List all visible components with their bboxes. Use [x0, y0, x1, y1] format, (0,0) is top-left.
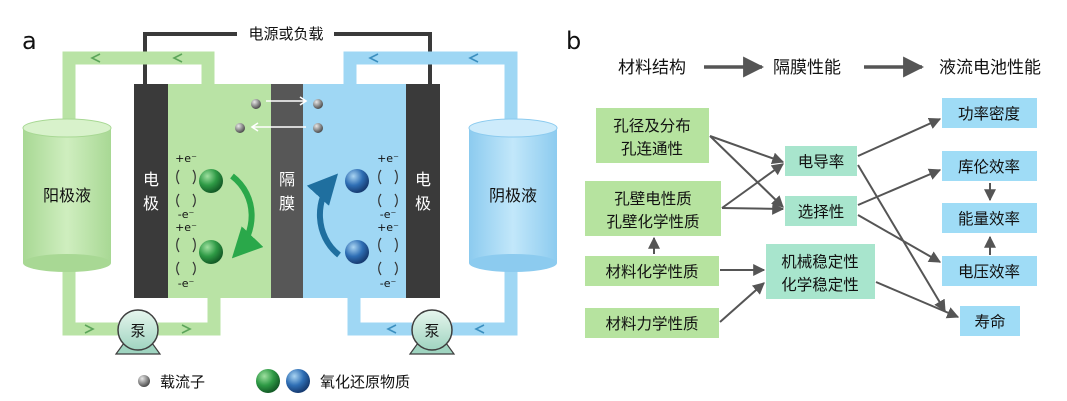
- box-stability: [766, 244, 875, 299]
- legend: 载流子 氧化还原物质: [138, 369, 410, 393]
- box-life-text: 寿命: [974, 313, 1005, 331]
- box-wall-line2: 孔壁化学性质: [606, 213, 699, 231]
- redox-sphere-green-top: [199, 169, 223, 193]
- box-power-text: 功率密度: [958, 105, 1020, 123]
- box-stability-line2: 化学稳定性: [781, 276, 859, 294]
- charge-minus-1: -e⁻: [178, 208, 195, 221]
- membrane-char1: 隔: [279, 170, 295, 189]
- box-energy: [942, 203, 1037, 233]
- external-circuit: 电源或负载: [143, 25, 432, 84]
- box-coulomb: [942, 151, 1037, 181]
- box-voltage: [942, 256, 1037, 286]
- charge-minus-3: -e⁻: [380, 208, 397, 221]
- flow-cell: [134, 84, 440, 298]
- catholyte-label: 阴极液: [489, 186, 537, 205]
- box-chem-text: 材料化学性质: [605, 263, 698, 281]
- carrier-transport: [235, 96, 323, 133]
- charge-plus-2: +e⁻: [175, 221, 197, 234]
- battery-performance-boxes: 功率密度 库伦效率 能量效率 电压效率 寿命: [942, 98, 1037, 336]
- left-electrode: [134, 84, 168, 298]
- right-electrode-char2: 极: [415, 194, 431, 213]
- catholyte-flow-arrows: [368, 53, 485, 334]
- pump-label-left: 泵: [130, 322, 145, 340]
- panel-b-letter: b: [566, 27, 581, 55]
- panel-b-header: 材料结构 隔膜性能 液流电池性能: [618, 56, 1041, 78]
- box-conductivity: [785, 146, 857, 176]
- right-electrode: [406, 84, 440, 298]
- charge-plus-4: +e⁻: [377, 221, 399, 234]
- anolyte-flow-arrows: [84, 53, 192, 334]
- redox-sphere-green-bottom: [199, 240, 223, 264]
- anolyte-pump: 泵: [114, 309, 162, 355]
- box-life: [960, 306, 1020, 336]
- header-material-structure: 材料结构: [618, 58, 686, 78]
- legend-blue-marker: [286, 369, 310, 393]
- legend-green-marker: [256, 369, 280, 393]
- catholyte-piping: [343, 51, 518, 336]
- anolyte-label: 阳极液: [43, 186, 91, 205]
- box-coulomb-text: 库伦效率: [958, 158, 1020, 176]
- box-power: [942, 98, 1037, 128]
- box-chem: [585, 256, 719, 286]
- redox-sphere-blue-top: [345, 169, 369, 193]
- catholyte-tank: 阴极液: [468, 118, 558, 272]
- catholyte-pump: 泵: [408, 309, 456, 355]
- box-mech: [585, 308, 719, 338]
- right-electrode-char1: 电: [415, 170, 431, 189]
- charge-plus-1: +e⁻: [175, 152, 197, 165]
- charge-minus-4: -e⁻: [380, 277, 397, 290]
- box-energy-text: 能量效率: [958, 210, 1020, 228]
- load-label: 电源或负载: [248, 25, 323, 43]
- box-stability-line1: 机械稳定性: [781, 253, 859, 271]
- box-conductivity-text: 电导率: [798, 153, 845, 171]
- membrane: [271, 84, 303, 298]
- box-selectivity-text: 选择性: [798, 203, 845, 221]
- connectors: [648, 117, 996, 323]
- anolyte-piping: [62, 51, 221, 336]
- pump-label-right: 泵: [424, 322, 439, 340]
- membrane-char2: 膜: [279, 194, 295, 213]
- left-redox-reactions: +e⁻ -e⁻ +e⁻ -e⁻: [175, 152, 264, 290]
- anolyte-tank: 阳极液: [22, 118, 112, 272]
- material-structure-boxes: 孔径及分布 孔连通性 孔壁电性质 孔壁化学性质 材料化学性质 材料力学性质: [585, 108, 721, 338]
- box-wall-line1: 孔壁电性质: [614, 190, 692, 208]
- legend-carrier-marker: [138, 375, 150, 387]
- legend-redox-label: 氧化还原物质: [320, 373, 410, 391]
- redox-sphere-blue-bottom: [345, 240, 369, 264]
- box-wall: [585, 181, 721, 236]
- box-mech-text: 材料力学性质: [605, 315, 698, 333]
- left-electrode-char2: 极: [143, 194, 159, 213]
- box-selectivity: [785, 196, 857, 226]
- right-redox-reactions: +e⁻ -e⁻ +e⁻ -e⁻: [306, 152, 399, 290]
- box-pore: [596, 108, 709, 163]
- header-membrane-performance: 隔膜性能: [773, 58, 841, 78]
- panel-a-letter: a: [22, 27, 37, 55]
- box-voltage-text: 电压效率: [958, 263, 1020, 281]
- membrane-performance-boxes: 电导率 选择性 机械稳定性 化学稳定性: [766, 146, 875, 299]
- box-pore-line1: 孔径及分布: [613, 117, 691, 135]
- left-electrode-char1: 电: [143, 170, 159, 189]
- legend-carrier-label: 载流子: [160, 373, 205, 391]
- charge-minus-2: -e⁻: [178, 277, 195, 290]
- header-battery-performance: 液流电池性能: [939, 58, 1041, 78]
- charge-plus-3: +e⁻: [377, 152, 399, 165]
- box-pore-line2: 孔连通性: [621, 140, 683, 158]
